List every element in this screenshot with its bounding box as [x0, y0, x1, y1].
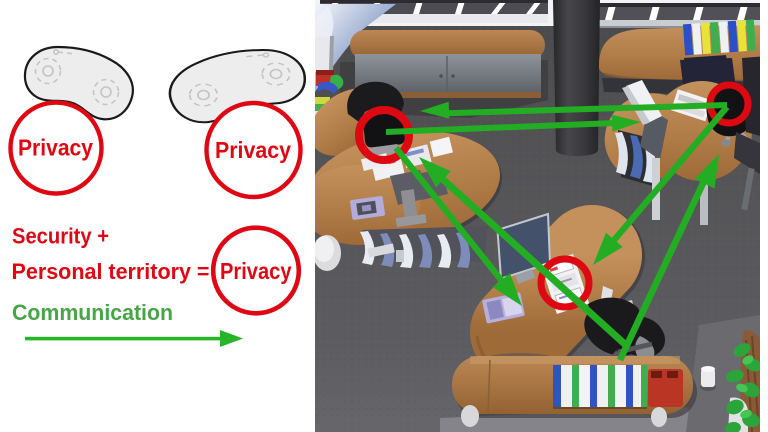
svg-text:Privacy: Privacy — [220, 258, 292, 284]
svg-text:Security +: Security + — [12, 224, 109, 249]
svg-text:Communication: Communication — [12, 300, 173, 325]
svg-text:Privacy: Privacy — [215, 137, 291, 163]
svg-text:Privacy: Privacy — [18, 135, 93, 161]
svg-text:Personal territory =: Personal territory = — [12, 259, 210, 284]
